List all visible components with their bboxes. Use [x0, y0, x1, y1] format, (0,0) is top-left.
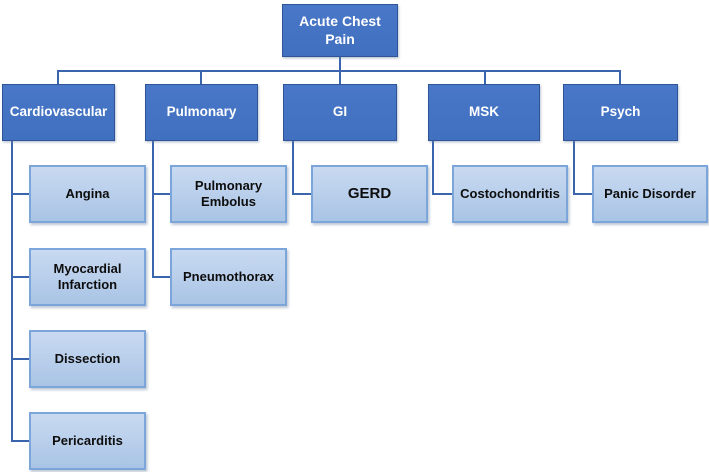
connector-stub-psych — [619, 70, 621, 84]
node-pericarditis: Pericarditis — [29, 412, 146, 470]
node-myocardial-infarction-label: Myocardial Infarction — [53, 260, 122, 292]
node-gerd-label: GERD — [347, 184, 392, 202]
connector-to-pericarditis — [11, 440, 29, 442]
node-pulmonary: Pulmonary — [145, 84, 258, 141]
connector-branch-cardiovascular — [11, 141, 13, 442]
node-costochondritis: Costochondritis — [452, 165, 568, 223]
connector-to-panic-disorder — [573, 193, 592, 195]
node-pulmonary-embolus: Pulmonary Embolus — [170, 165, 287, 223]
node-psych: Psych — [563, 84, 678, 141]
node-pulmonary-embolus-label: Pulmonary Embolus — [194, 177, 263, 209]
node-acute-chest-pain: Acute Chest Pain — [282, 4, 398, 57]
node-psych-label: Psych — [600, 104, 641, 120]
connector-branch-psych — [573, 141, 575, 195]
connector-branch-gi — [292, 141, 294, 195]
node-pulmonary-label: Pulmonary — [166, 104, 237, 120]
node-dissection: Dissection — [29, 330, 146, 388]
connector-root-stem — [339, 57, 341, 71]
node-cardiovascular: Cardiovascular — [2, 84, 115, 141]
connector-to-costochondritis — [432, 193, 452, 195]
node-angina: Angina — [29, 165, 146, 223]
connector-stub-gi — [339, 70, 341, 84]
node-cardiovascular-label: Cardiovascular — [9, 104, 108, 120]
connector-to-myocardial-infarction — [11, 276, 29, 278]
connector-stub-pulmonary — [200, 70, 202, 84]
node-angina-label: Angina — [65, 185, 110, 201]
node-msk: MSK — [428, 84, 540, 141]
node-panic-disorder: Panic Disorder — [592, 165, 708, 223]
node-msk-label: MSK — [469, 104, 499, 120]
node-gi: GI — [283, 84, 397, 141]
node-pneumothorax: Pneumothorax — [170, 248, 287, 306]
node-gi-label: GI — [332, 104, 348, 120]
connector-to-pneumothorax — [152, 276, 170, 278]
node-panic-disorder-label: Panic Disorder — [604, 185, 696, 201]
node-acute-chest-pain-label: Acute Chest Pain — [299, 13, 381, 47]
connector-to-gerd — [292, 193, 311, 195]
node-dissection-label: Dissection — [54, 350, 121, 366]
connector-to-angina — [11, 193, 29, 195]
connector-to-pulmonary-embolus — [152, 193, 170, 195]
node-gerd: GERD — [311, 165, 428, 223]
connector-to-dissection — [11, 358, 29, 360]
connector-branch-msk — [432, 141, 434, 195]
node-pericarditis-label: Pericarditis — [52, 432, 123, 448]
connector-stub-cardiovascular — [57, 70, 59, 84]
connector-stub-msk — [484, 70, 486, 84]
node-costochondritis-label: Costochondritis — [460, 185, 560, 201]
node-myocardial-infarction: Myocardial Infarction — [29, 248, 146, 306]
node-pneumothorax-label: Pneumothorax — [182, 268, 274, 284]
connector-branch-pulmonary — [152, 141, 154, 278]
